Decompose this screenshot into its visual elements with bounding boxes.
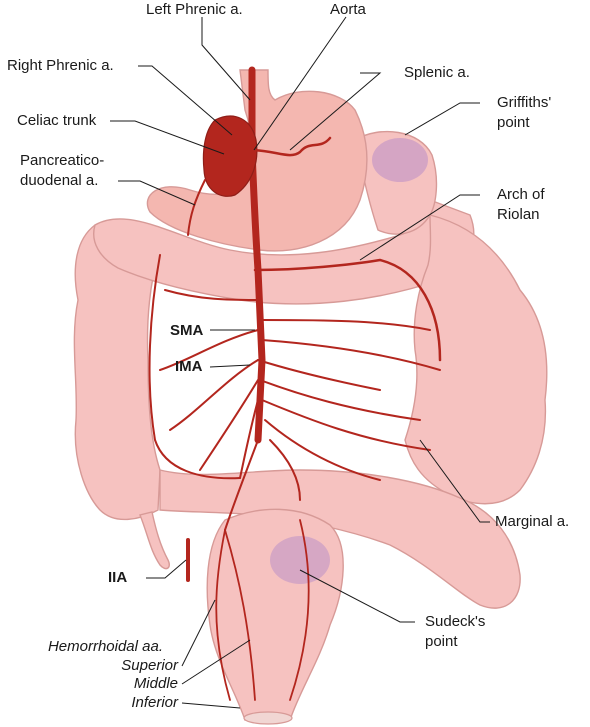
sudeck-point-region	[270, 536, 330, 584]
appendix	[139, 511, 170, 570]
label-inferior: Inferior	[131, 694, 178, 711]
label-superior: Superior	[121, 657, 178, 674]
pancreaticoduodenal-vessel	[187, 179, 206, 236]
arteries	[148, 66, 442, 701]
anal-canal	[243, 711, 293, 725]
label-pancreatico-1: Pancreatico-	[20, 152, 105, 169]
label-sma: SMA	[170, 322, 204, 339]
hemorrhoidal-vessels	[215, 519, 310, 701]
label-marginal: Marginal a.	[495, 513, 570, 530]
label-left-phrenic: Left Phrenic a.	[146, 1, 243, 18]
label-pancreatico-2: duodenal a.	[20, 172, 99, 189]
splenic-artery-vessel	[248, 136, 332, 157]
label-iia: IIA	[108, 569, 128, 586]
label-arch-1: Arch of	[497, 186, 545, 203]
sma-branches	[159, 289, 441, 479]
label-splenic: Splenic a.	[404, 64, 470, 81]
label-griffiths-1: Griffiths'	[497, 94, 552, 111]
label-middle: Middle	[133, 675, 178, 692]
label-griffiths-2: point	[497, 114, 530, 131]
label-ima: IMA	[175, 358, 203, 375]
griffiths-point-region	[372, 138, 428, 182]
label-right-phrenic: Right Phrenic a.	[7, 57, 114, 74]
celiac-trunk-vessel	[202, 115, 258, 197]
label-sudeck-2: point	[425, 633, 458, 650]
label-aorta: Aorta	[330, 1, 366, 18]
label-sudeck-1: Sudeck's	[425, 613, 486, 630]
label-arch-2: Riolan	[497, 206, 540, 223]
colon	[73, 130, 548, 609]
ima-branches	[224, 359, 431, 531]
arch-of-riolan-vessel	[253, 258, 442, 362]
marginal-artery-right	[148, 254, 241, 480]
label-celiac-trunk: Celiac trunk	[17, 112, 97, 129]
label-hemorrhoidal: Hemorrhoidal aa.	[47, 638, 163, 655]
leader-lines	[110, 16, 490, 709]
